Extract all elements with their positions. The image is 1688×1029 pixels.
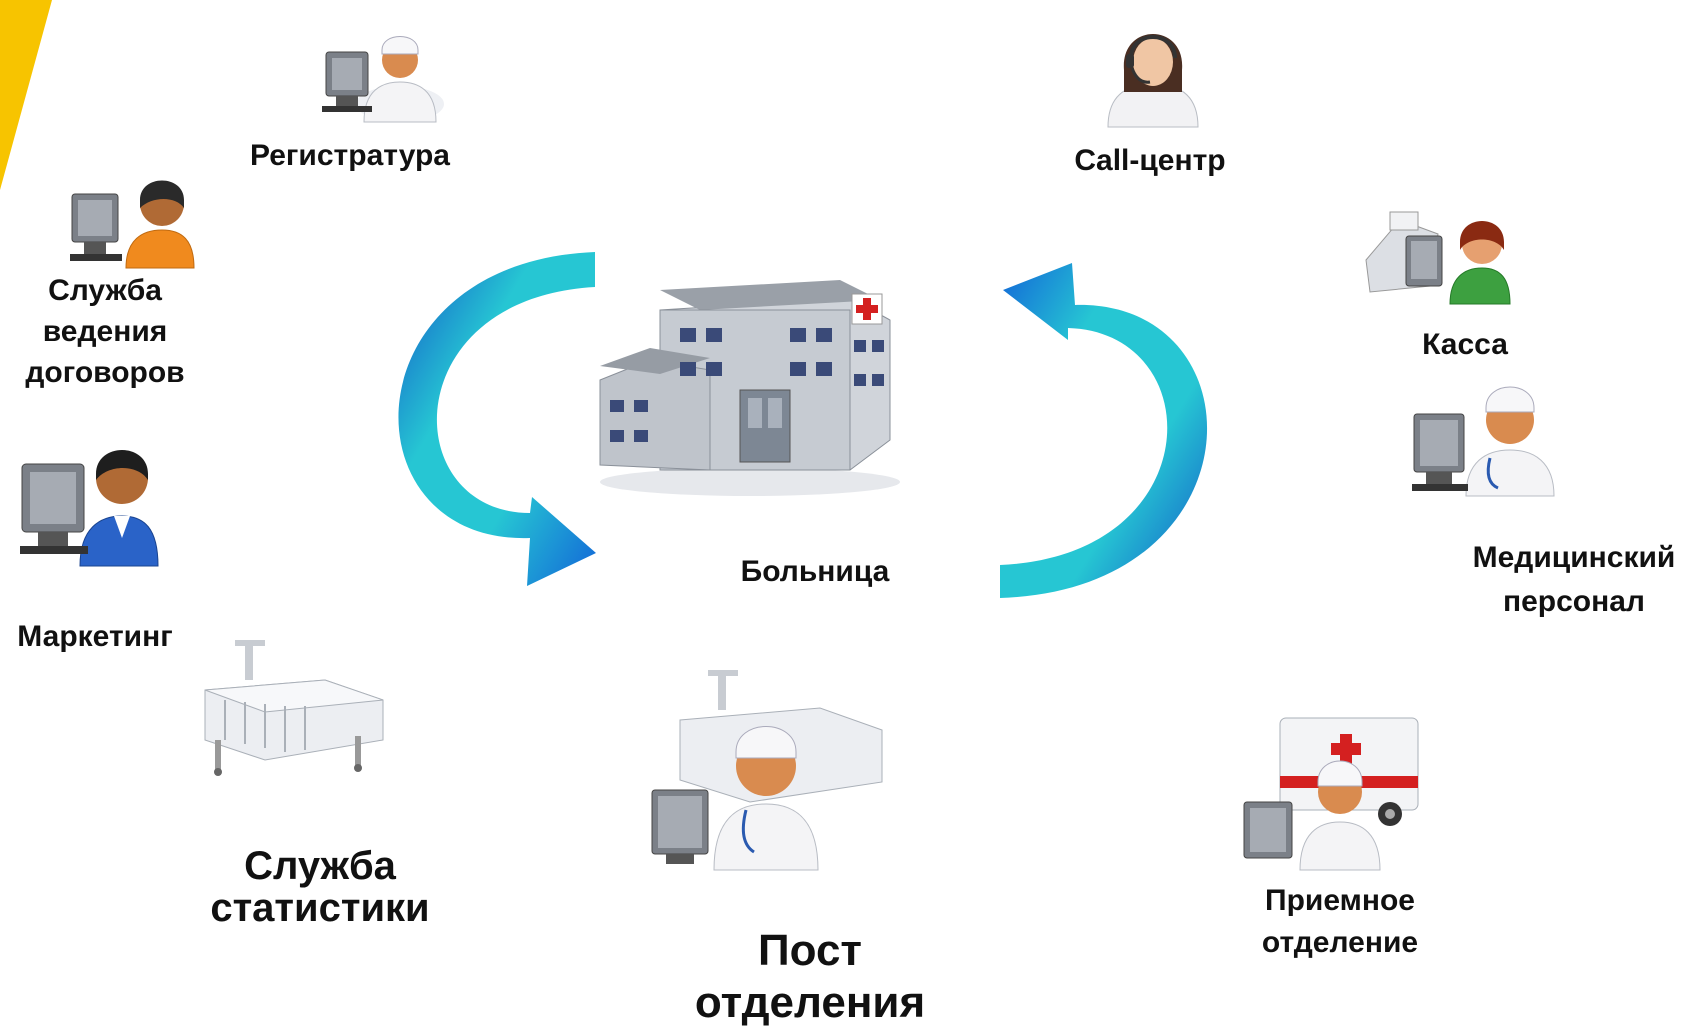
corner-accent — [0, 0, 52, 190]
manager-at-computer-icon — [20, 450, 159, 567]
label-kassa: Касса — [1380, 326, 1550, 364]
label-line: Call-центр — [1074, 144, 1226, 177]
label-ward: Пост отделения — [680, 925, 940, 1029]
label-line: Касса — [1422, 328, 1508, 361]
label-admission: Приемное отделение — [1240, 880, 1440, 964]
label-line: Приемное — [1265, 884, 1415, 917]
label-callcenter: Call-центр — [1050, 142, 1250, 180]
right-arrow — [1000, 263, 1208, 598]
call-center-operator-icon — [1107, 34, 1199, 128]
hospital-building-icon — [599, 280, 900, 496]
label-line: Медицинский — [1472, 541, 1676, 574]
label-hospital: Больница — [700, 553, 930, 591]
label-line: статистики — [210, 886, 430, 930]
label-line: Пост — [758, 926, 862, 975]
label-line: персонал — [1502, 585, 1645, 618]
label-statistics: Служба статистики — [200, 845, 440, 929]
left-arrow — [398, 252, 596, 586]
receptionist-at-computer-icon — [322, 36, 444, 123]
label-line: Маркетинг — [17, 620, 173, 653]
hospital-bed-icon — [204, 640, 384, 776]
label-marketing: Маркетинг — [0, 618, 190, 656]
label-line: договоров — [25, 356, 185, 389]
label-line: Служба — [48, 274, 162, 307]
label-line: ведения — [42, 315, 168, 348]
label-contracts: Служба ведения договоров — [0, 270, 210, 393]
label-line: отделение — [1261, 926, 1419, 959]
label-line: отделения — [694, 978, 926, 1027]
doctor-stethoscope-icon — [1412, 386, 1555, 497]
label-line: Больница — [740, 555, 890, 588]
label-registratura: Регистратура — [230, 137, 470, 175]
label-medstaff: Медицинский персонал — [1460, 536, 1688, 624]
clerk-at-computer-icon — [70, 180, 195, 269]
label-line: Регистратура — [249, 139, 450, 172]
ambulance-doctor-icon — [1243, 717, 1419, 871]
cashier-register-icon — [1365, 211, 1511, 305]
label-line: Служба — [244, 844, 396, 888]
nurse-post-bed-icon — [651, 670, 883, 871]
